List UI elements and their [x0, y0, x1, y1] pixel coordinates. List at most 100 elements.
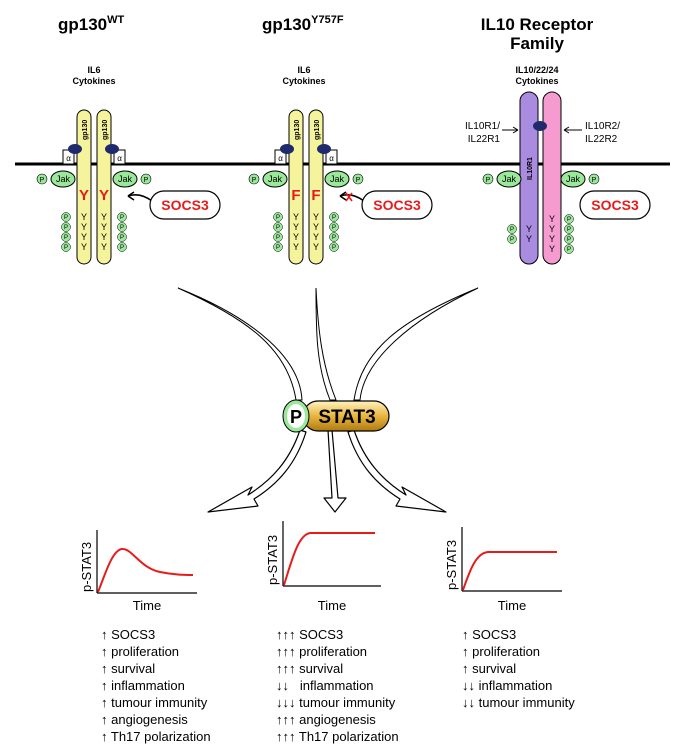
svg-text:P: P [592, 177, 597, 184]
stat3-phospho-label: P [290, 407, 302, 427]
svg-text:P: P [567, 227, 571, 233]
y-axis-label: p-STAT3 [79, 542, 94, 592]
jak-label: Jak [566, 174, 581, 184]
svg-text:P: P [567, 237, 571, 243]
jak-kinase [496, 170, 522, 188]
alpha-label: α [117, 154, 122, 163]
cytokine-label-mut-2: Cytokines [282, 76, 325, 86]
outcome-item: ↑ tumour immunity [101, 695, 208, 710]
outcomes-wt: ↑ SOCS3 ↑ proliferation ↑ survival ↑ inf… [101, 627, 211, 744]
cytokine-label-il10-2: Cytokines [515, 76, 558, 86]
phospho-site [588, 173, 600, 185]
svg-text:P: P [64, 245, 68, 251]
graph-y757f: p-STAT3 Time [265, 521, 381, 613]
svg-text:Y: Y [526, 224, 532, 234]
il22r2-label: IL22R2 [585, 134, 618, 145]
svg-text:P: P [332, 245, 336, 251]
outcome-item: ↓↓ inflammation [276, 678, 374, 693]
svg-text:P: P [120, 245, 124, 251]
svg-text:P: P [276, 245, 280, 251]
svg-text:Y: Y [101, 232, 107, 242]
svg-text:Y: Y [101, 222, 107, 232]
gp130-label: gp130 [102, 120, 109, 140]
svg-text:Y: Y [101, 212, 107, 222]
cytokine-ligand [280, 144, 294, 154]
jak-label: Jak [118, 174, 133, 184]
alpha-label: α [329, 154, 334, 163]
header-gp130-y757f: gp130Y757F [262, 14, 344, 34]
outcome-item: ↑ SOCS3 [462, 627, 516, 642]
outcome-item: ↑ survival [101, 661, 155, 676]
cytokine-ligand [317, 144, 331, 154]
outcome-item: ↑↑↑ proliferation [276, 644, 367, 659]
outcome-item: ↑ survival [462, 661, 516, 676]
svg-text:Y: Y [293, 242, 299, 252]
alpha-label: α [278, 154, 283, 163]
outcome-item: ↓↓ tumour immunity [462, 695, 575, 710]
header-il10-receptor-line1: IL10 Receptor [481, 15, 594, 34]
il10r1-il22r1-label: IL10R1/ [465, 121, 500, 132]
block-cross-icon [345, 192, 353, 202]
svg-text:Y: Y [293, 212, 299, 222]
cytokine-label-wt-1: IL6 [87, 65, 100, 75]
svg-text:Y: Y [81, 242, 87, 252]
graph-il10: p-STAT3 Time [444, 527, 562, 613]
header-il10-receptor-line2: Family [510, 34, 564, 53]
cytokine-label-mut-1: IL6 [297, 65, 310, 75]
outcome-item: ↑ inflammation [101, 678, 185, 693]
cytokine-ligand [68, 144, 82, 154]
svg-text:Y: Y [101, 242, 107, 252]
svg-text:Y: Y [81, 232, 87, 242]
svg-text:Y: Y [549, 244, 555, 254]
svg-text:P: P [64, 235, 68, 241]
x-axis-label: Time [498, 598, 526, 613]
socs3-box-il10 [579, 190, 651, 220]
outcomes-il10: ↑ SOCS3 ↑ proliferation ↑ survival ↓↓ in… [462, 627, 575, 710]
outcome-item: ↑ proliferation [462, 644, 540, 659]
jak-kinase [50, 170, 76, 188]
jak-kinase [560, 170, 586, 188]
phospho-stack [273, 212, 339, 252]
svg-text:P: P [64, 215, 68, 221]
svg-text:P: P [332, 215, 336, 221]
outcome-item: ↑ SOCS3 [101, 627, 155, 642]
svg-text:Y: Y [313, 212, 319, 222]
jak-label: Jak [268, 174, 283, 184]
pstat3-curve [97, 548, 194, 593]
svg-text:P: P [510, 237, 514, 243]
outcome-item: ↑ proliferation [101, 644, 179, 659]
header-gp130-wt: gp130WT [58, 14, 125, 34]
svg-text:Y: Y [549, 224, 555, 234]
svg-text:P: P [332, 225, 336, 231]
phenylalanine-757: F [311, 187, 320, 204]
phospho-label: P [40, 177, 45, 184]
outcome-item: ↑ angiogenesis [101, 712, 188, 727]
phospho-label: P [144, 177, 149, 184]
cytokine-label-il10-1: IL10/22/24 [515, 65, 558, 75]
phenylalanine-757: F [291, 187, 300, 204]
tyrosine-757: Y [79, 187, 89, 204]
alpha-subunit [325, 149, 338, 165]
svg-text:Y: Y [313, 242, 319, 252]
svg-text:P: P [120, 225, 124, 231]
svg-text:P: P [510, 227, 514, 233]
alpha-label: α [66, 154, 71, 163]
diverging-arrows [207, 429, 447, 513]
phospho-site [482, 173, 494, 185]
gp130-label: gp130 [294, 120, 301, 140]
svg-text:Y: Y [313, 222, 319, 232]
il10r2-il22r2-label: IL10R2/ [585, 121, 620, 132]
svg-text:Y: Y [313, 232, 319, 242]
svg-text:P: P [120, 215, 124, 221]
jak-kinase [324, 170, 350, 188]
svg-text:P: P [486, 177, 491, 184]
y-axis-label: p-STAT3 [265, 535, 280, 585]
svg-text:P: P [276, 215, 280, 221]
svg-text:P: P [276, 235, 280, 241]
jak-label: Jak [56, 174, 71, 184]
pstat3-curve [462, 551, 557, 591]
